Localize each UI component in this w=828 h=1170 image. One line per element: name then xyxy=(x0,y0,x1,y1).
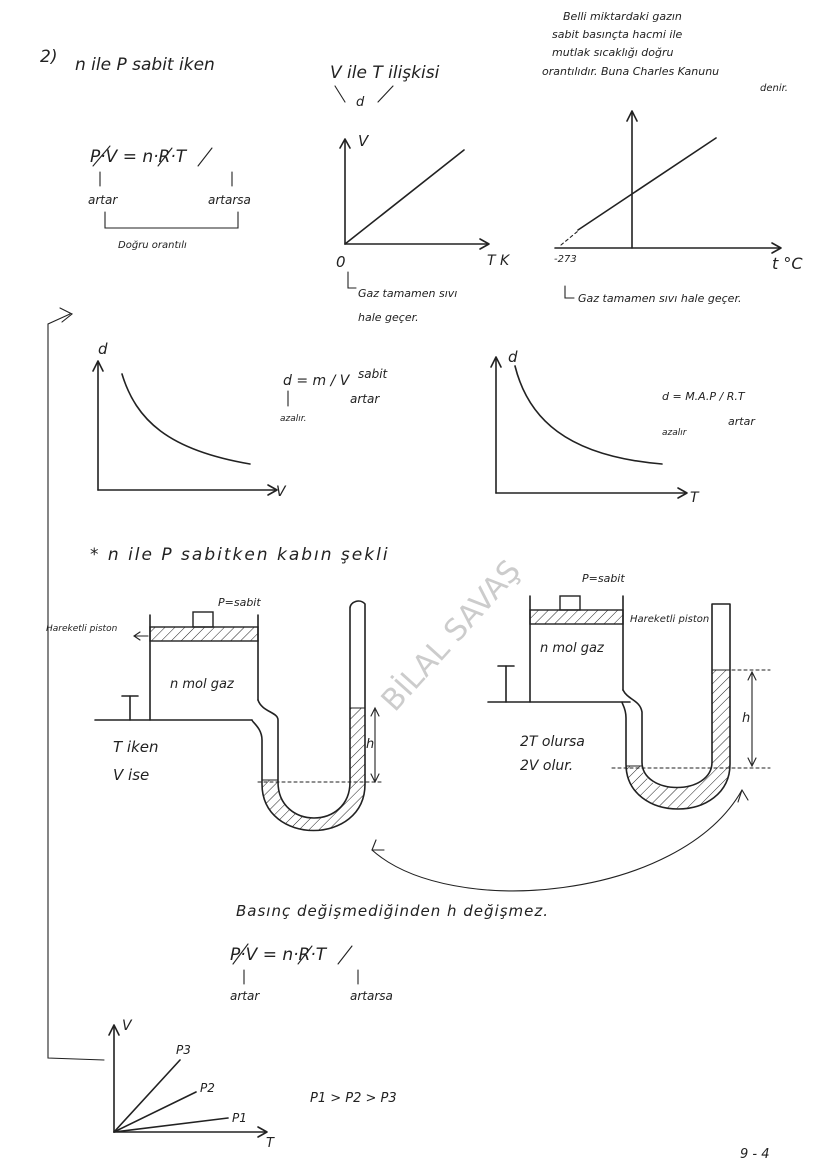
vt-kelvin-x-label: T K xyxy=(487,253,511,269)
isobar-series-p1: P1 xyxy=(232,1111,247,1125)
dt-result: azalır xyxy=(662,428,688,438)
watermark: BİLAL SAVAŞ xyxy=(374,553,528,718)
right-piston-label: Hareketli piston xyxy=(630,614,709,625)
svg-text:sabit basınçta hacmi ile: sabit basınçta hacmi ile xyxy=(552,28,683,41)
right-height-label: h xyxy=(742,711,750,726)
right-pressure-label: P=sabit xyxy=(582,572,625,585)
left-gas-label: n mol gaz xyxy=(170,677,235,692)
isobar-x-label: T xyxy=(266,1136,275,1151)
svg-text:mutlak sıcaklığı doğru: mutlak sıcaklığı doğru xyxy=(552,46,673,59)
left-state-1: T iken xyxy=(113,738,159,756)
vt-kelvin-y-label: V xyxy=(358,132,370,150)
relation-sub: d xyxy=(356,95,365,110)
formula-1-right-note: artarsa xyxy=(208,193,251,207)
left-height-label: h xyxy=(366,737,374,752)
graph-d-v: d V d = m / V sabit artar azalır. xyxy=(92,340,389,500)
isobar-y-label: V xyxy=(122,1018,133,1034)
dv-formula: d = m / V xyxy=(283,373,351,389)
isobar-series-p3: P3 xyxy=(176,1043,191,1057)
dt-y-label: d xyxy=(508,348,518,366)
svg-text:denir.: denir. xyxy=(760,83,788,94)
graph-vt-celsius: -273 t °C Gaz tamamen sıvı hale geçer. xyxy=(554,110,803,305)
section-number: 2) xyxy=(40,47,57,67)
right-gas-label: n mol gaz xyxy=(540,641,605,656)
formula-2-left-note: artar xyxy=(230,989,260,1003)
svg-text:orantılıdır. Buna Charles Kanu: orantılıdır. Buna Charles Kanunu xyxy=(542,65,719,78)
vt-kelvin-note-2: hale geçer. xyxy=(358,311,419,324)
conclusion-text: Basınç değişmediğinden h değişmez. xyxy=(236,902,549,920)
relation-title: V ile T ilişkisi xyxy=(330,63,440,83)
vt-celsius-note: Gaz tamamen sıvı hale geçer. xyxy=(578,292,741,305)
right-container: h P=sabit n mol gaz Hareketli piston 2T … xyxy=(487,572,771,810)
dv-x-label: V xyxy=(276,484,287,500)
vt-celsius-tick: -273 xyxy=(554,254,577,265)
graph-d-t: d T d = M.A.P / R.T artar azalır xyxy=(490,348,756,506)
dt-denominator-note: artar xyxy=(728,415,756,428)
vt-kelvin-origin: 0 xyxy=(336,253,346,271)
left-pressure-label: P=sabit xyxy=(218,596,261,609)
isobar-series-p2: P2 xyxy=(200,1081,215,1095)
dv-result: azalır. xyxy=(280,414,307,424)
dv-denominator-note: artar xyxy=(350,392,380,406)
left-state-2: V ise xyxy=(113,766,149,784)
graph-isobars: V T P3 P2 P1 P1 > P2 > P3 xyxy=(108,1018,397,1151)
formula-1-left-note: artar xyxy=(88,193,118,207)
right-state-1: 2T olursa xyxy=(520,734,585,750)
dv-y-label: d xyxy=(98,340,108,358)
charles-law-text: Belli miktardaki gazın sabit basınçta ha… xyxy=(542,10,788,94)
formula-1-equation: P·V = n·R·T xyxy=(90,147,188,167)
formula-1: P·V = n·R·T artar artarsa Doğru orantılı xyxy=(88,145,251,251)
svg-text:Belli miktardaki gazın: Belli miktardaki gazın xyxy=(563,10,682,23)
left-container: h P=sabit n mol gaz Hareketli piston T i… xyxy=(46,596,383,832)
dv-numerator-note: sabit xyxy=(358,367,389,381)
graph-vt-kelvin: V T K 0 Gaz tamamen sıvı hale geçer. xyxy=(336,132,511,324)
vt-kelvin-note-1: Gaz tamamen sıvı xyxy=(358,287,457,300)
dt-formula: d = M.A.P / R.T xyxy=(662,390,746,403)
right-state-2: 2V olur. xyxy=(520,758,573,774)
comparison-arrow xyxy=(371,789,749,892)
isobar-relation: P1 > P2 > P3 xyxy=(310,1091,397,1106)
dt-x-label: T xyxy=(690,490,700,506)
page-number: 9 - 4 xyxy=(740,1147,770,1162)
container-heading: * n ile P sabitken kabın şekli xyxy=(90,545,390,565)
vt-celsius-x-label: t °C xyxy=(772,254,803,273)
section-heading: n ile P sabit iken xyxy=(75,55,215,75)
formula-1-bracket-label: Doğru orantılı xyxy=(118,240,187,251)
left-piston-label: Hareketli piston xyxy=(46,624,118,634)
formula-2-equation: P·V = n·R·T xyxy=(230,945,328,965)
formula-2: P·V = n·R·T artar artarsa xyxy=(230,943,393,1003)
relation-arrows xyxy=(334,85,394,103)
connector-arrow xyxy=(47,313,105,1061)
formula-2-right-note: artarsa xyxy=(350,989,393,1003)
